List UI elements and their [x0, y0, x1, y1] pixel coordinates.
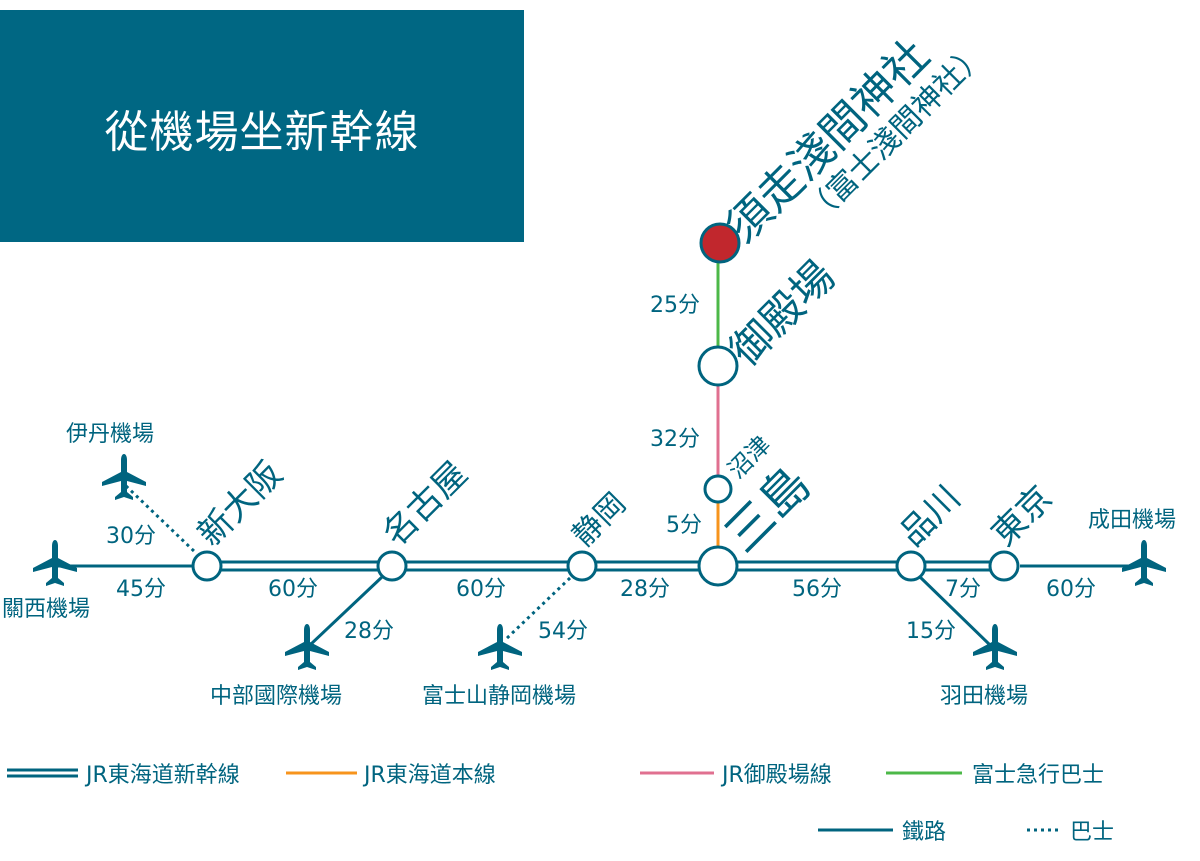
time-numazu-gotemba: 32分: [650, 427, 700, 452]
plane-icon-narita: [1122, 540, 1166, 586]
legend-label-shinkansen: JR東海道新幹線: [84, 763, 240, 788]
time-shizuoka-mishima: 28分: [620, 577, 670, 602]
time-shinagawa-tokyo: 7分: [945, 577, 981, 602]
time-shin-osaka-nagoya: 60分: [268, 577, 318, 602]
legend-label-railway: 鐵路: [902, 820, 946, 845]
label-shinagawa: 品川: [892, 478, 968, 554]
legend-label-fujikyu-bus: 富士急行巴士: [972, 763, 1104, 788]
plane-icon-kansai: [33, 540, 77, 586]
plane-icon-fuji-shizuoka: [478, 624, 522, 670]
rail-shinagawa-haneda: [918, 575, 992, 647]
label-gotemba: 御殿場: [720, 251, 844, 375]
shinkansen-line: [207, 560, 1005, 572]
station-nagoya[interactable]: [376, 550, 408, 582]
station-destination[interactable]: [699, 222, 741, 264]
label-chubu: 中部國際機場: [210, 684, 342, 709]
label-shin-osaka: 新大阪: [190, 454, 290, 554]
station-shin-osaka[interactable]: [191, 550, 223, 582]
label-shizuoka: 静岡: [566, 486, 633, 553]
time-itami-shin-osaka: 30分: [106, 524, 156, 549]
station-shizuoka[interactable]: [566, 550, 598, 582]
time-mishima-shinagawa: 56分: [792, 577, 842, 602]
plane-icon-itami: [102, 454, 146, 500]
time-mishima-numazu: 5分: [666, 513, 702, 538]
station-mishima[interactable]: [697, 545, 739, 587]
time-shizuoka-fuji-airport: 54分: [538, 619, 588, 644]
label-tokyo: 東京: [984, 478, 1060, 554]
rail-nagoya-chubu: [308, 575, 384, 647]
label-haneda: 羽田機場: [940, 684, 1028, 709]
legend-label-gotemba-line: JR御殿場線: [720, 763, 832, 788]
plane-icon-haneda: [973, 624, 1017, 670]
time-gotemba-shrine: 25分: [650, 293, 700, 318]
bus-shizuoka-fuji-airport: [503, 576, 572, 642]
legend-label-bus: 巴士: [1070, 820, 1114, 845]
page-title: 從機場坐新幹線: [104, 107, 420, 158]
label-kansai: 關西機場: [2, 597, 90, 622]
title-banner: 從機場坐新幹線: [0, 10, 524, 242]
label-nagoya: 名古屋: [375, 454, 475, 554]
time-tokyo-narita: 60分: [1046, 577, 1096, 602]
label-fuji-shizuoka: 富士山静岡機場: [422, 684, 576, 709]
time-nagoya-chubu: 28分: [344, 619, 394, 644]
label-itami: 伊丹機場: [66, 422, 154, 447]
station-shinagawa[interactable]: [895, 550, 927, 582]
plane-icon-chubu: [285, 624, 329, 670]
bus-itami-shin-osaka: [124, 484, 198, 555]
station-gotemba[interactable]: [697, 345, 739, 387]
legend-swatch-shinkansen: [7, 768, 78, 778]
station-numazu[interactable]: [703, 474, 733, 504]
time-shinagawa-haneda: 15分: [906, 619, 956, 644]
station-tokyo[interactable]: [988, 550, 1020, 582]
time-nagoya-shizuoka: 60分: [456, 577, 506, 602]
time-kansai-shin-osaka: 45分: [116, 577, 166, 602]
label-narita: 成田機場: [1088, 508, 1176, 533]
legend-label-tokaido-main: JR東海道本線: [362, 763, 496, 788]
